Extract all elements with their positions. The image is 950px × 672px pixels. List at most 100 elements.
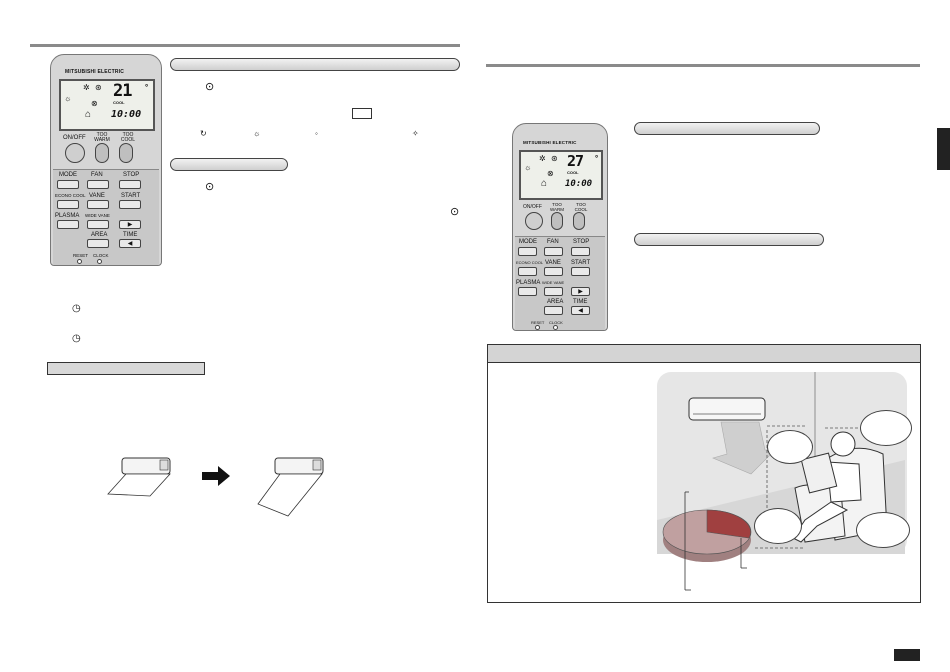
start-label-right: START — [571, 260, 591, 266]
section-header-bar-2 — [170, 158, 288, 171]
start-label: START — [121, 193, 141, 199]
airflow-arrow-icon — [712, 421, 776, 475]
person-icon — [792, 431, 862, 543]
vane-icon-right: ⊛ — [551, 154, 558, 163]
room-illustration — [657, 372, 907, 591]
fan-speed-icon: ✲ — [83, 83, 90, 92]
econo-cool-button[interactable] — [57, 200, 79, 209]
too-warm-label-right: TOO WARM — [549, 202, 565, 212]
remote-keypad: MODE FAN STOP ECONO COOL VANE START PLAS… — [53, 169, 159, 265]
remote-keypad-right: MODE FAN STOP ECONO COOL VANE START PLAS… — [515, 236, 605, 330]
arrow-right-icon — [202, 466, 230, 486]
too-cool-label-right: TOO COOL — [574, 202, 588, 212]
clock-button-right[interactable] — [553, 325, 558, 330]
plasma-button-right[interactable] — [518, 287, 537, 296]
area-button[interactable] — [87, 239, 109, 248]
too-warm-button-right[interactable] — [551, 212, 563, 230]
pie-chart-icon — [662, 509, 752, 562]
left-top-rule — [30, 44, 460, 47]
plasma-label-right: PLASMA — [516, 280, 541, 286]
vane-button-right[interactable] — [544, 267, 563, 276]
on-off-inline-icon: ⊙ — [205, 81, 215, 93]
callout-bubble-1 — [767, 430, 813, 464]
mode-button[interactable] — [57, 180, 79, 189]
start-button[interactable] — [119, 200, 141, 209]
cool-mode-icon: ✧ — [412, 129, 419, 138]
econo-cool-label: ECONO COOL — [55, 193, 86, 198]
too-cool-button[interactable] — [119, 143, 133, 163]
remote-lcd: ☼ ✲ ⊛ ⊗ ⌂ 21 ° COOL 10:00 — [59, 79, 155, 131]
lcd-clock-right: 10:00 — [565, 179, 593, 189]
time-label-right: TIME — [573, 299, 588, 305]
lcd-clock: 10:00 — [111, 109, 142, 120]
note-label-box — [47, 362, 205, 375]
timer-icon-2: ◷ — [72, 333, 81, 344]
remote-control-left: MITSUBISHI ELECTRIC ☼ ✲ ⊛ ⊗ ⌂ 21 ° COOL … — [50, 54, 162, 266]
area-button-right[interactable] — [544, 306, 563, 315]
time-label: TIME — [123, 232, 138, 238]
too-warm-button[interactable] — [95, 143, 109, 163]
lcd-mode-label-right: COOL — [567, 170, 579, 175]
time-forward-button-right[interactable]: ▶ — [571, 287, 590, 296]
sun-icon-right: ☼ — [524, 163, 532, 172]
page-number-tab — [894, 649, 920, 661]
time-back-button[interactable]: ◀ — [119, 239, 141, 248]
wide-vane-button-right[interactable] — [544, 287, 563, 296]
time-back-button-right[interactable]: ◀ — [571, 306, 590, 315]
clock-button[interactable] — [97, 259, 102, 264]
callout-bubble-3 — [754, 508, 802, 544]
dry-mode-icon: ◦ — [315, 129, 318, 138]
auto-mode-icon: ↻ — [200, 129, 207, 138]
airflow-diagram — [107, 457, 324, 517]
too-cool-label: TOO COOL — [120, 132, 136, 143]
remote-control-right: MITSUBISHI ELECTRIC ☼ ✲ ⊛ ⊗ ⌂ 27 ° COOL … — [512, 123, 608, 331]
wide-vane-label-right: WIDE VANE — [542, 280, 565, 285]
vane-label-right: VANE — [545, 260, 561, 266]
vane-icon: ⊛ — [95, 83, 102, 92]
section-header-bar-4 — [634, 233, 824, 246]
reset-label-right: RESET — [531, 320, 545, 325]
area-label-right: AREA — [547, 299, 564, 305]
indoor-unit-icon — [688, 397, 766, 421]
time-forward-button[interactable]: ▶ — [119, 220, 141, 229]
start-button-right[interactable] — [571, 267, 590, 276]
wide-vane-label: WIDE VANE — [85, 213, 110, 218]
right-top-rule — [486, 64, 920, 67]
econo-cool-icon: ⊗ — [91, 99, 98, 108]
on-off-inline-icon-2: ⊙ — [205, 181, 215, 193]
vane-button[interactable] — [87, 200, 109, 209]
inline-button-box — [352, 108, 372, 119]
too-cool-button-right[interactable] — [573, 212, 585, 230]
reset-label: RESET — [73, 253, 89, 258]
heat-mode-icon: ☼ — [253, 129, 261, 138]
wide-vane-button[interactable] — [87, 220, 109, 229]
econo-cool-button-right[interactable] — [518, 267, 537, 276]
timer-icon: ◷ — [72, 303, 81, 314]
area-label: AREA — [91, 232, 108, 238]
fan-label: FAN — [91, 172, 103, 178]
reset-button[interactable] — [77, 259, 82, 264]
area-icon: ⌂ — [85, 109, 92, 120]
fan-speed-icon-right: ✲ — [539, 154, 546, 163]
too-warm-label: TOO WARM — [94, 132, 110, 143]
reset-button-right[interactable] — [535, 325, 540, 330]
lcd-temp-unit: ° — [145, 83, 149, 92]
on-off-button-right[interactable] — [525, 212, 543, 230]
stop-label-right: STOP — [573, 239, 590, 245]
on-off-button[interactable] — [65, 143, 85, 163]
fan-button[interactable] — [87, 180, 109, 189]
plasma-label: PLASMA — [55, 213, 80, 219]
sun-icon: ☼ — [64, 94, 72, 103]
illustration-frame — [487, 344, 921, 603]
econo-cool-label-right: ECONO COOL — [516, 260, 544, 265]
area-icon-right: ⌂ — [541, 178, 548, 189]
clock-label-right: CLOCK — [549, 320, 563, 325]
plasma-button[interactable] — [57, 220, 79, 229]
lcd-temp-unit-right: ° — [595, 154, 599, 163]
section-header-bar-1 — [170, 58, 460, 71]
mode-button-right[interactable] — [518, 247, 537, 256]
mode-label-right: MODE — [519, 239, 537, 245]
stop-button-right[interactable] — [571, 247, 590, 256]
fan-button-right[interactable] — [544, 247, 563, 256]
stop-button[interactable] — [119, 180, 141, 189]
